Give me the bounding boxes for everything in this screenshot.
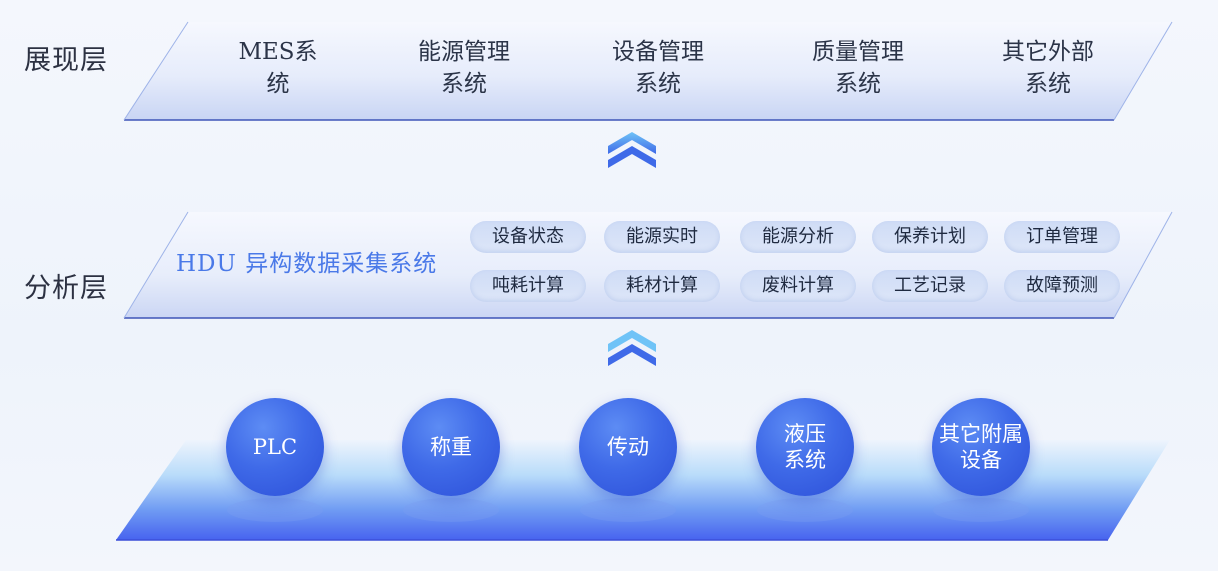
device-drive: 传动 [579,398,677,496]
module-energy-realtime: 能源实时 [604,221,720,253]
presentation-layer-label: 展现层 [24,45,108,76]
mes-system: MES系 统 [238,39,318,97]
presentation-platform [124,22,1172,120]
device-plc: PLC [226,398,324,496]
module-equipment-status: 设备状态 [470,221,586,253]
double-chevron-up-icon [608,330,656,366]
module-order-management: 订单管理 [1004,221,1120,253]
hdu-system-title: HDU 异构数据采集系统 [176,251,438,277]
other-external-system: 其它外部 系统 [1002,39,1094,97]
equipment-management-system: 设备管理 系统 [612,39,704,97]
module-consumables-calc: 耗材计算 [604,270,720,302]
module-scrap-calc: 废料计算 [740,270,856,302]
module-process-record: 工艺记录 [872,270,988,302]
double-chevron-up-icon [608,132,656,168]
device-weighing: 称重 [402,398,500,496]
energy-management-system: 能源管理 系统 [418,39,510,97]
module-ton-consumption: 吨耗计算 [470,270,586,302]
module-maintenance-plan: 保养计划 [872,221,988,253]
module-energy-analysis: 能源分析 [740,221,856,253]
module-fault-prediction: 故障预测 [1004,270,1120,302]
analysis-layer-label: 分析层 [24,273,108,304]
device-hydraulic-system: 液压 系统 [756,398,854,496]
device-other-auxiliary: 其它附属 设备 [932,398,1030,496]
quality-management-system: 质量管理 系统 [812,39,904,97]
